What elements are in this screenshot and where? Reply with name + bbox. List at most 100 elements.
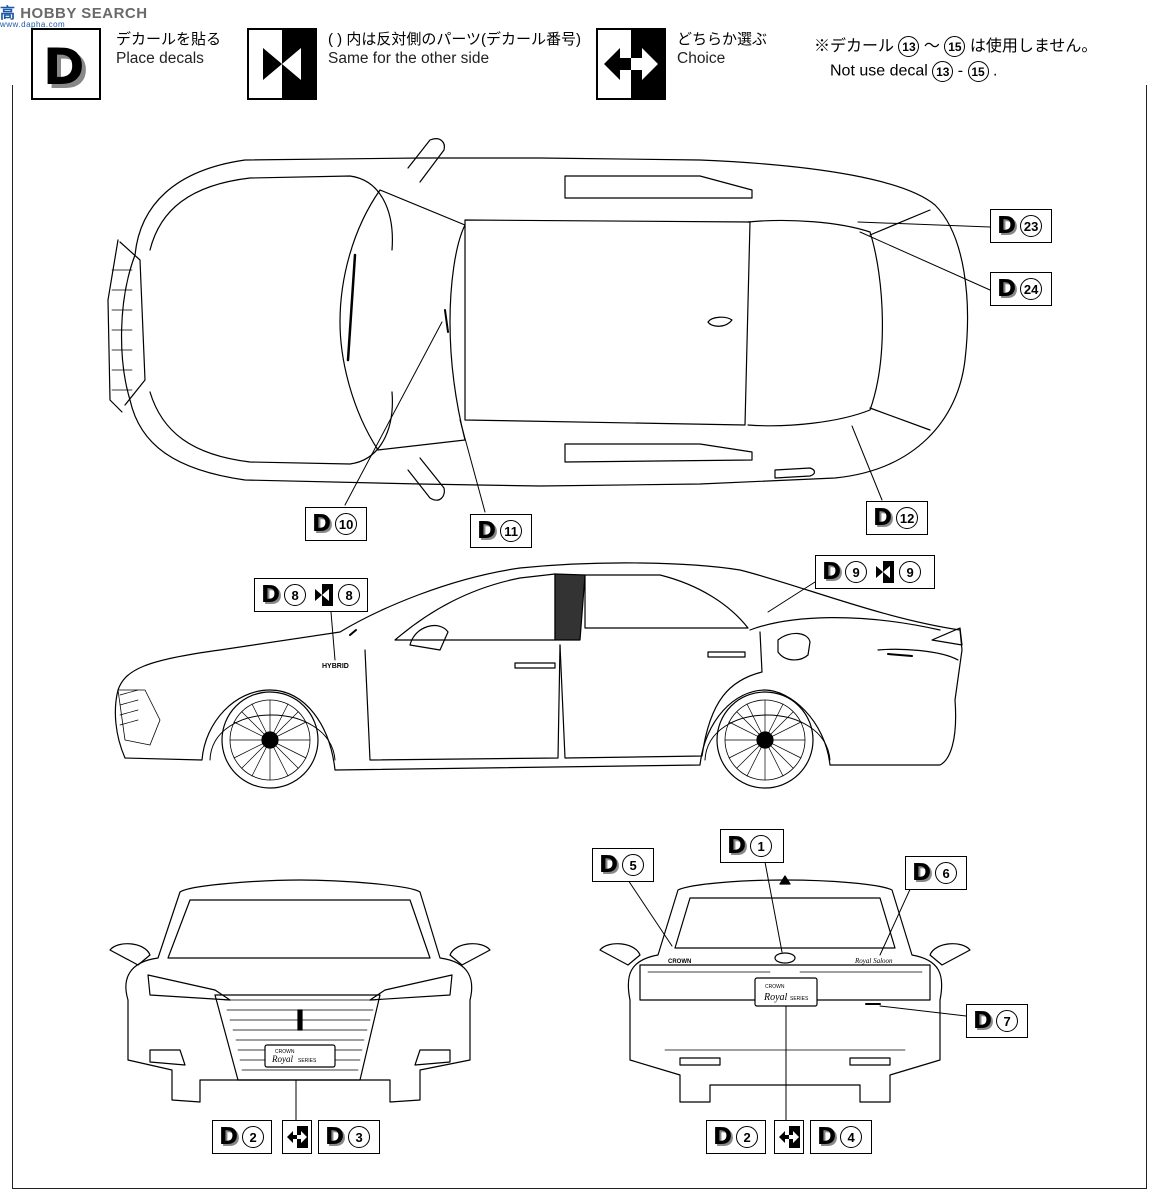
callout-decal-12: D 12 <box>866 501 928 535</box>
choice-arrows-icon <box>287 1126 308 1148</box>
decal-d-icon: D <box>997 275 1016 302</box>
callout-decal-10: D 10 <box>305 507 367 541</box>
decal-d-icon: D D <box>43 38 89 100</box>
note-en-prefix: Not use decal <box>830 62 928 80</box>
callout-decal-9: D 9 9 <box>815 555 935 589</box>
callout-decal-2-rear: D 2 <box>706 1120 766 1154</box>
decal-number-other-side: 8 <box>338 584 361 606</box>
watermark-logo: 高 HOBBY SEARCH www.dapha.com <box>0 2 148 29</box>
unused-decal-note-jp: ※デカール 13 ～ 15 は使用しません。 <box>814 32 1098 58</box>
decal-number: 4 <box>840 1126 863 1148</box>
legend-mirror-box <box>247 28 317 100</box>
front-crown-badge: CROWN <box>275 1049 295 1055</box>
callout-decal-23: D 23 <box>990 209 1052 243</box>
car-top-view <box>108 139 990 512</box>
choice-arrows-icon <box>604 30 664 98</box>
decal-d-icon: D <box>219 1123 238 1150</box>
rear-plate-series: SERIES <box>790 996 809 1002</box>
svg-text:D: D <box>47 42 89 98</box>
decal-number: 1 <box>750 835 773 857</box>
callout-decal-11: D 11 <box>470 514 532 548</box>
legend-decal-text: デカールを貼る Place decals <box>116 30 221 68</box>
choice-marker-front <box>282 1120 312 1154</box>
decal-number: 24 <box>1020 278 1043 300</box>
decal-number: 5 <box>622 854 645 876</box>
decal-number: 2 <box>736 1126 759 1148</box>
svg-text:D: D <box>43 38 85 96</box>
decal-d-icon: D <box>325 1123 344 1150</box>
car-front-view <box>110 880 490 1120</box>
rear-crown-badge: CROWN <box>668 959 691 965</box>
decal-d-icon: D <box>713 1123 732 1150</box>
unused-decal-note-en: Not use decal 13 - 15 . <box>830 61 997 82</box>
note-jp-to: 15 <box>944 36 966 58</box>
decal-d-icon: D <box>973 1007 992 1034</box>
callout-decal-7: D 7 <box>966 1004 1028 1038</box>
watermark-url: www.dapha.com <box>0 20 66 29</box>
note-jp-suffix: は使用しません。 <box>969 38 1098 55</box>
car-rear-view <box>600 862 970 1122</box>
note-en-to: 15 <box>967 61 989 82</box>
callout-decal-6: D 6 <box>905 856 967 890</box>
decal-d-icon: D <box>817 1123 836 1150</box>
front-royal-badge: Royal <box>271 1054 293 1064</box>
note-jp-from: 13 <box>898 36 920 58</box>
decal-number: 8 <box>284 584 307 606</box>
note-en-from: 13 <box>932 61 954 82</box>
choice-arrows-icon <box>779 1126 800 1148</box>
callout-decal-4: D 4 <box>810 1120 872 1154</box>
legend-decal-en: Place decals <box>116 50 204 67</box>
note-jp-tilde: ～ <box>923 38 940 55</box>
legend-choice-box <box>596 28 666 100</box>
decal-number: 3 <box>348 1126 371 1148</box>
rear-plate-royal: Royal <box>763 992 788 1003</box>
decal-d-icon: D <box>822 558 841 585</box>
watermark-cn: 高 <box>0 4 16 22</box>
callout-decal-3: D 3 <box>318 1120 380 1154</box>
decal-d-icon: D <box>261 581 280 608</box>
decal-number: 11 <box>500 520 523 542</box>
decal-d-icon: D <box>312 510 331 537</box>
legend-decal-box: D D <box>31 28 101 100</box>
rear-plate-crown: CROWN <box>765 984 785 990</box>
callout-decal-1: D 1 <box>720 829 784 863</box>
note-jp-prefix: ※デカール <box>814 38 895 55</box>
callout-decal-8: D 8 8 <box>254 578 368 612</box>
callout-decal-24: D 24 <box>990 272 1052 306</box>
legend-mirror-jp: ( ) 内は反対側のパーツ(デカール番号) <box>328 31 582 48</box>
legend-decal-jp: デカールを貼る <box>116 31 222 48</box>
decal-d-icon: D <box>727 832 746 859</box>
decal-number: 12 <box>896 507 919 529</box>
decal-d-icon: D <box>873 504 892 531</box>
decal-d-icon: D <box>477 517 496 544</box>
mirror-icon <box>315 584 334 606</box>
front-series-badge: SERIES <box>298 1058 317 1064</box>
decal-number-other-side: 9 <box>899 561 922 583</box>
watermark-brand: HOBBY SEARCH <box>20 5 148 22</box>
hybrid-badge: HYBRID <box>322 663 349 670</box>
decal-d-icon: D <box>599 851 618 878</box>
decal-number: 10 <box>335 513 358 535</box>
mirror-icon <box>876 561 895 583</box>
drawing-frame <box>12 85 1147 1189</box>
decal-number: 7 <box>996 1010 1019 1032</box>
note-en-suffix: . <box>992 62 998 80</box>
legend-mirror-text: ( ) 内は反対側のパーツ(デカール番号) Same for the other… <box>328 30 581 68</box>
decal-number: 6 <box>935 862 958 884</box>
choice-marker-rear <box>774 1120 804 1154</box>
decal-d-icon: D <box>997 212 1016 239</box>
note-en-dash: - <box>957 62 964 80</box>
callout-decal-5: D 5 <box>592 848 654 882</box>
decal-number: 23 <box>1020 215 1043 237</box>
rear-royal-saloon-badge: Royal Saloon <box>854 957 893 965</box>
legend-choice-en: Choice <box>677 50 726 67</box>
decal-number: 9 <box>845 561 868 583</box>
mirror-icon <box>263 30 315 98</box>
callout-decal-2-front: D 2 <box>212 1120 272 1154</box>
legend-choice-text: どちらか選ぶ Choice <box>677 30 767 68</box>
decal-d-icon: D <box>912 859 931 886</box>
car-side-view <box>115 563 962 788</box>
legend-mirror-en: Same for the other side <box>328 50 490 67</box>
legend-choice-jp: どちらか選ぶ <box>677 31 768 48</box>
